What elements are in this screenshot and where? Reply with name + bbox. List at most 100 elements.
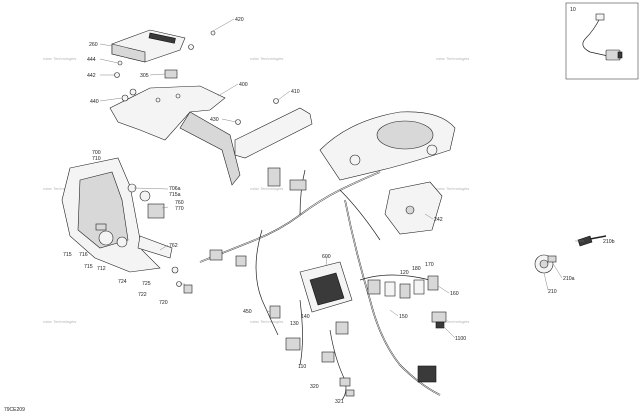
- leader: [133, 187, 169, 190]
- connector-left: [209, 249, 223, 261]
- leader: [424, 213, 434, 220]
- screw-430: [235, 119, 241, 125]
- display-screen: [309, 272, 345, 306]
- callout: 305: [140, 73, 149, 79]
- harness-branch: [339, 189, 381, 241]
- connector-end: [417, 365, 437, 383]
- switch-170: [413, 279, 425, 295]
- housing-700-inner: [77, 171, 129, 249]
- callout: 410: [291, 89, 300, 95]
- clip-305: [164, 69, 178, 79]
- callout: 600: [322, 254, 331, 260]
- watermark: rotax Technologies: [250, 319, 283, 324]
- callout: 210: [548, 289, 557, 295]
- callout: 260: [89, 42, 98, 48]
- fastener: [175, 93, 181, 99]
- callout: 722: [138, 292, 147, 298]
- harness-lower-inner: [344, 199, 441, 396]
- callout: 762: [169, 243, 178, 249]
- callout: 140: [301, 314, 310, 320]
- bracket-410: [234, 98, 313, 159]
- screw-420b: [210, 30, 216, 36]
- leader: [221, 118, 237, 123]
- connector-130: [285, 337, 301, 351]
- leader: [277, 90, 291, 101]
- lever-724: [137, 235, 173, 259]
- callout: 242: [434, 217, 443, 223]
- ignition-210: [534, 235, 607, 274]
- callout: 442: [87, 73, 96, 79]
- callout: 700: [92, 150, 101, 156]
- leader: [442, 325, 456, 339]
- watermark: rotax Technologies: [43, 319, 76, 324]
- leader: [543, 272, 549, 291]
- grommet-440a: [121, 94, 129, 102]
- key-head-210b: [577, 235, 593, 247]
- lower-connectors: [209, 249, 355, 397]
- washer-442: [114, 72, 120, 78]
- switch-716: [98, 230, 114, 246]
- bracket-242-hole: [405, 205, 415, 215]
- main-harness: [199, 167, 441, 401]
- leader-lines: [99, 18, 584, 339]
- callout: 420: [235, 17, 244, 23]
- callout: 320: [310, 384, 319, 390]
- grommet-440b: [129, 88, 137, 96]
- callout-labels: 420 260 444 442 305 440 400 410 430 700 …: [63, 17, 615, 405]
- callout: 715: [84, 264, 93, 270]
- watermarks: rotax Technologies rotax Technologies ro…: [43, 56, 469, 324]
- leader: [217, 83, 239, 97]
- callout: 724: [118, 279, 127, 285]
- washer-444: [117, 60, 123, 66]
- callout: 706a: [169, 186, 181, 192]
- watermark: rotax Technologies: [250, 56, 283, 61]
- inset-connector-top: [595, 13, 605, 21]
- callout: 725: [142, 281, 151, 287]
- callout: 321: [335, 399, 344, 405]
- callout: 160: [450, 291, 459, 297]
- nut-210a: [547, 255, 557, 263]
- inset-harness: [582, 17, 609, 57]
- cover-body: [111, 29, 186, 63]
- callout: 444: [87, 57, 96, 63]
- switch-715: [116, 236, 128, 248]
- display-600: [299, 261, 353, 313]
- callout: 1100: [455, 336, 466, 342]
- bracket-410-plate: [234, 107, 313, 159]
- key-blade: [589, 235, 607, 240]
- watermark: rotax Technologies: [43, 56, 76, 61]
- callout: 710: [92, 156, 101, 162]
- callout: 110: [298, 364, 306, 370]
- inset-box: 10: [565, 2, 639, 80]
- connector-321: [345, 389, 355, 397]
- drawing-code: 79CE209: [4, 407, 25, 413]
- harness-branch: [359, 274, 431, 281]
- ignition-core: [539, 259, 549, 269]
- bracket-arm: [179, 111, 241, 186]
- harness-branch: [255, 229, 279, 336]
- leader: [99, 97, 123, 102]
- inset-connector-pin: [617, 51, 623, 59]
- watermark: rotax Technologies: [436, 319, 469, 324]
- callout: 716: [79, 252, 88, 258]
- callout: 715: [63, 252, 72, 258]
- connector-320: [339, 377, 351, 387]
- callout: 712: [97, 266, 106, 272]
- leader: [212, 18, 235, 32]
- cover-260: [111, 29, 216, 78]
- callout: 770: [175, 206, 184, 212]
- switch-120b: [384, 281, 396, 297]
- harness-branch: [299, 299, 303, 366]
- switch-120: [367, 279, 381, 295]
- spring-725: [171, 266, 179, 274]
- callout: 120: [400, 270, 409, 276]
- connector-110: [321, 351, 335, 363]
- connector-140: [335, 321, 349, 335]
- harness-branch: [329, 329, 347, 401]
- callout: 150: [399, 314, 408, 320]
- screw: [273, 98, 279, 104]
- bracket-242: [384, 181, 443, 235]
- callout: 430: [210, 117, 219, 123]
- callout: 130: [290, 321, 299, 327]
- leader: [99, 43, 113, 47]
